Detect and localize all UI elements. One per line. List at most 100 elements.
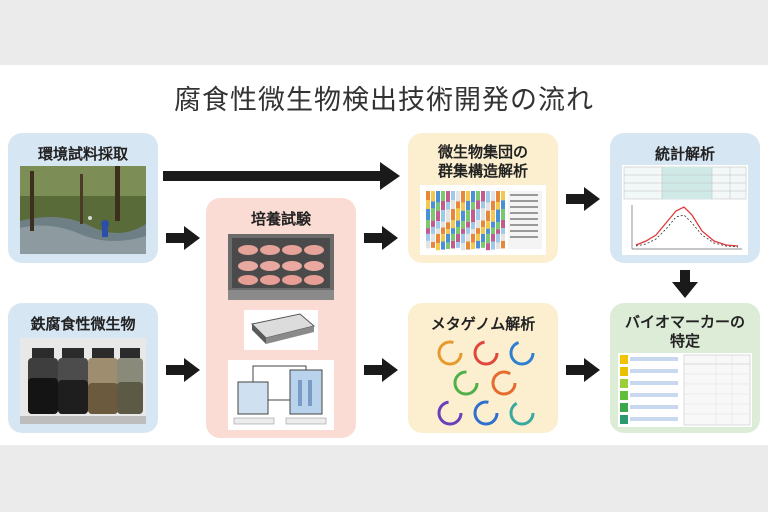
well-plate-illustration: [244, 310, 318, 350]
thumbnail-bar-segment: [486, 202, 490, 211]
thumbnail-bar-segment: [451, 208, 455, 220]
thumbnail-bar-segment: [461, 202, 465, 211]
thumbnail-bar-segment: [466, 210, 470, 222]
box-label: 群集構造解析: [437, 162, 528, 180]
culture-bottles-photo: [20, 338, 146, 424]
thumbnail-bar-segment: [486, 191, 490, 203]
thumbnail-bar-segment: [491, 241, 495, 250]
thumbnail-bar-segment: [446, 222, 450, 230]
thumbnail-bar-segment: [426, 228, 430, 234]
thumbnail-bar-segment: [471, 209, 475, 223]
biomarker-workflow-figure: [618, 353, 752, 427]
thumbnail-bar-segment: [501, 228, 505, 234]
thumbnail-bar-segment: [431, 233, 435, 243]
thumbnail-bar-segment: [431, 191, 435, 202]
thumbnail-bar-segment: [441, 210, 445, 222]
box-label: 環境試料採取: [37, 145, 128, 163]
thumbnail-bar-segment: [446, 229, 450, 234]
thumbnail-bar-segment: [496, 233, 500, 243]
box-label: 培養試験: [250, 210, 311, 228]
thumbnail-bar-segment: [441, 233, 445, 242]
thumbnail-bar-segment: [441, 227, 445, 234]
petri-dish-rack-photo: [228, 234, 334, 300]
thumbnail-bar-segment: [436, 202, 440, 211]
thumbnail-bar-segment: [456, 191, 460, 202]
thumbnail-bar-segment: [461, 210, 465, 222]
thumbnail-bar-segment: [476, 233, 480, 241]
thumbnail-bar-segment: [486, 228, 490, 234]
thumbnail-bar-segment: [431, 208, 435, 221]
thumbnail-bar-segment: [501, 233, 505, 241]
page-title: 腐食性微生物検出技術開発の流れ: [174, 85, 594, 116]
stats-table-and-plot: [622, 165, 748, 255]
thumbnail-bar-segment: [426, 208, 430, 220]
thumbnail-bar-segment: [456, 220, 460, 227]
thumbnail-bar-segment: [436, 221, 440, 229]
thumbnail-bar-segment: [496, 202, 500, 210]
thumbnail-bar-segment: [476, 240, 480, 249]
thumbnail-bar-segment: [436, 191, 440, 203]
thumbnail-bar-segment: [426, 200, 430, 209]
thumbnail-bar-segment: [496, 222, 500, 230]
box-label: メタゲノム解析: [430, 315, 536, 333]
thumbnail-bar-segment: [431, 220, 435, 227]
thumbnail-bar-segment: [441, 200, 445, 211]
box-iron-corrosive-microbes: 鉄腐食性微生物: [8, 303, 158, 433]
thumbnail-bar-segment: [451, 228, 455, 234]
thumbnail-bar-segment: [456, 233, 460, 243]
thumbnail-bar-segment: [466, 200, 470, 211]
thumbnail-bar-segment: [481, 242, 485, 248]
thumbnail-bar-segment: [471, 233, 475, 243]
box-community-structure-analysis: 微生物集団の 群集構造解析: [408, 133, 558, 263]
thumbnail-bar-segment: [491, 227, 495, 234]
box-label: バイオマーカーの: [624, 313, 745, 331]
thumbnail-bar-segment: [486, 221, 490, 229]
thumbnail-bar-segment: [476, 208, 480, 220]
thumbnail-bar-segment: [466, 233, 470, 242]
thumbnail-bar-segment: [466, 221, 470, 228]
thumbnail-bar-segment: [431, 226, 435, 234]
thumbnail-bar-segment: [461, 243, 465, 251]
thumbnail-bar-segment: [476, 191, 480, 201]
thumbnail-bar-segment: [436, 233, 440, 244]
thumbnail-bar-segment: [461, 233, 465, 244]
thumbnail-bar-segment: [471, 191, 475, 203]
stacked-bar-figure: [420, 185, 546, 255]
thumbnail-bar-segment: [501, 200, 505, 209]
thumbnail-bar-segment: [466, 241, 470, 250]
thumbnail-bar-segment: [441, 221, 445, 228]
thumbnail-bar-segment: [496, 191, 500, 203]
thumbnail-bar-segment: [491, 200, 495, 211]
thumbnail-bar-segment: [471, 242, 475, 249]
thumbnail-bar-segment: [461, 191, 465, 203]
thumbnail-bar-segment: [446, 191, 450, 203]
thumbnail-bar-segment: [441, 191, 445, 201]
thumbnail-bar-segment: [486, 233, 490, 244]
thumbnail-bar-segment: [446, 242, 450, 249]
thumbnail-bar-segment: [451, 240, 455, 249]
thumbnail-bar-segment: [486, 243, 490, 251]
thumbnail-bar-segment: [496, 242, 500, 249]
thumbnail-bar-segment: [426, 233, 430, 241]
apparatus-diagram: [228, 360, 334, 430]
box-statistical-analysis: 統計解析: [610, 133, 760, 263]
thumbnail-bar-segment: [481, 220, 485, 227]
thumbnail-bar-segment: [436, 243, 440, 251]
thumbnail-bar-segment: [471, 229, 475, 234]
thumbnail-bar-segment: [456, 201, 460, 209]
thumbnail-bar-segment: [426, 240, 430, 249]
thumbnail-bar-segment: [451, 233, 455, 241]
thumbnail-bar-segment: [501, 220, 505, 229]
thumbnail-bar-segment: [431, 242, 435, 248]
thumbnail-bar-segment: [456, 242, 460, 248]
thumbnail-bar-segment: [481, 201, 485, 209]
thumbnail-bar-segment: [441, 241, 445, 250]
thumbnail-bar-segment: [471, 202, 475, 210]
thumbnail-bar-segment: [426, 191, 430, 201]
thumbnail-bar-segment: [446, 202, 450, 210]
thumbnail-bar-segment: [491, 221, 495, 228]
thumbnail-bar-segment: [496, 229, 500, 234]
thumbnail-bar-segment: [486, 210, 490, 222]
thumbnail-bar-segment: [501, 191, 505, 201]
thumbnail-bar-segment: [491, 191, 495, 201]
